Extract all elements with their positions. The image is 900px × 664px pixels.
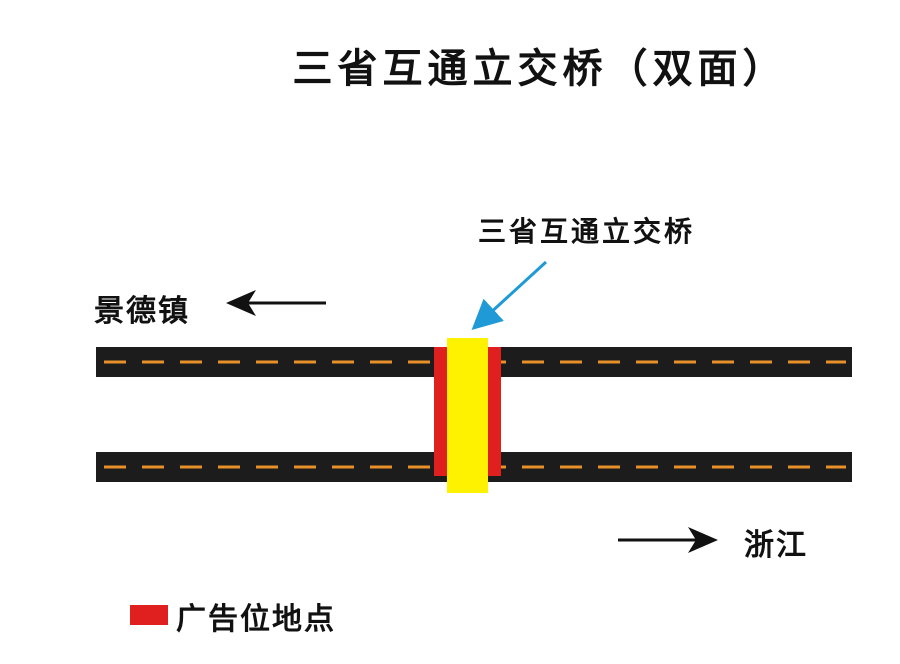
direction-label-west: 景德镇 [94, 294, 190, 329]
west-arrow-icon [226, 290, 326, 316]
bridge-label: 三省互通立交桥 [478, 215, 696, 248]
east-arrow-icon [618, 527, 718, 553]
direction-label-east: 浙江 [744, 528, 808, 563]
billboard-west-face [434, 347, 447, 476]
bridge-deck [447, 338, 488, 493]
billboard-east-face [488, 347, 501, 476]
legend-swatch [130, 605, 168, 625]
page-title: 三省互通立交桥（双面） [292, 46, 788, 92]
legend-label: 广告位地点 [176, 602, 336, 637]
bridge-pointer-arrow [471, 260, 548, 331]
